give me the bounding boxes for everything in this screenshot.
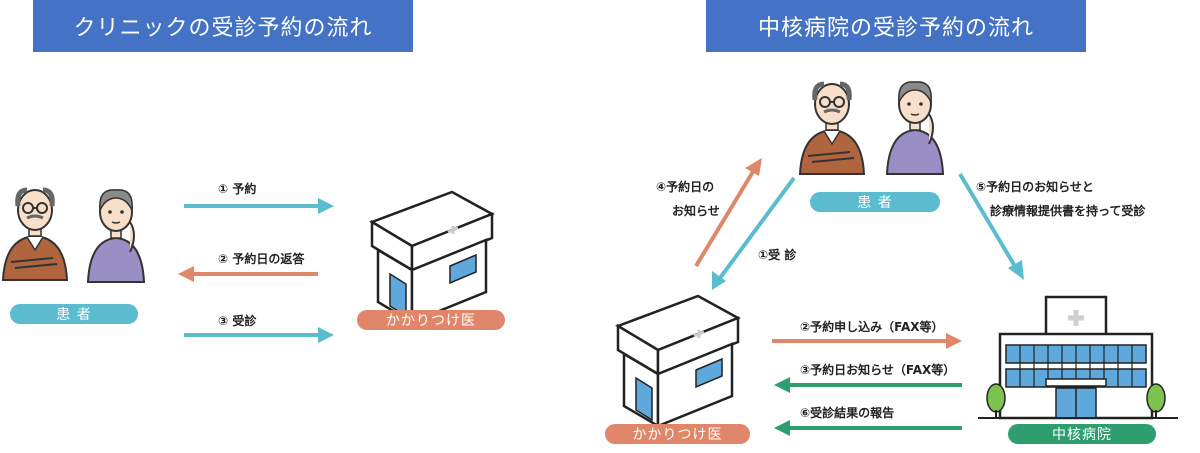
right-arrow-inform bbox=[694, 158, 762, 268]
right-step-inform-line2: お知らせ bbox=[672, 204, 720, 218]
left-patient-label: 患 者 bbox=[10, 304, 138, 324]
left-arrow-visit bbox=[184, 327, 334, 343]
right-arrow-result bbox=[774, 420, 962, 436]
right-step-inform-line1: ④予約日の bbox=[656, 180, 715, 194]
right-step-visit: ①受 診 bbox=[758, 248, 797, 262]
left-clinic-building bbox=[370, 190, 494, 324]
left-step-reserve: ① 予約 bbox=[218, 182, 257, 196]
left-clinic-label: かかりつけ医 bbox=[357, 310, 505, 330]
left-step-visit: ③ 受診 bbox=[218, 314, 257, 328]
hospital-label: 中核病院 bbox=[1008, 424, 1156, 444]
right-clinic-building bbox=[616, 294, 740, 428]
left-title: クリニックの受診予約の流れ bbox=[33, 0, 413, 52]
left-arrow-reserve bbox=[184, 198, 334, 214]
right-clinic-label: かかりつけ医 bbox=[605, 424, 750, 444]
right-step-hospital-line1: ⑤予約日のお知らせと bbox=[976, 180, 1094, 194]
right-arrow-request bbox=[772, 333, 962, 349]
right-oldman-figure bbox=[800, 84, 864, 174]
left-step-reply: ② 予約日の返答 bbox=[218, 252, 305, 266]
left-oldwoman-figure bbox=[87, 188, 145, 283]
right-arrow-notify bbox=[774, 377, 962, 393]
left-arrow-reply bbox=[178, 266, 318, 282]
right-title: 中核病院の受診予約の流れ bbox=[706, 0, 1086, 52]
right-arrow-hospital-visit bbox=[958, 172, 1024, 280]
right-step-request: ②予約申し込み（FAX等） bbox=[800, 320, 944, 334]
right-step-notify: ③予約日お知らせ（FAX等） bbox=[800, 363, 956, 377]
right-step-hospital-line2: 診療情報提供書を持って受診 bbox=[990, 204, 1146, 218]
right-oldwoman-figure bbox=[886, 80, 944, 175]
left-oldman-figure bbox=[3, 190, 67, 280]
right-step-result: ⑥受診結果の報告 bbox=[800, 406, 895, 420]
right-arrow-visit bbox=[712, 176, 796, 290]
right-patient-label: 患 者 bbox=[810, 192, 940, 212]
hospital-building bbox=[978, 295, 1178, 420]
